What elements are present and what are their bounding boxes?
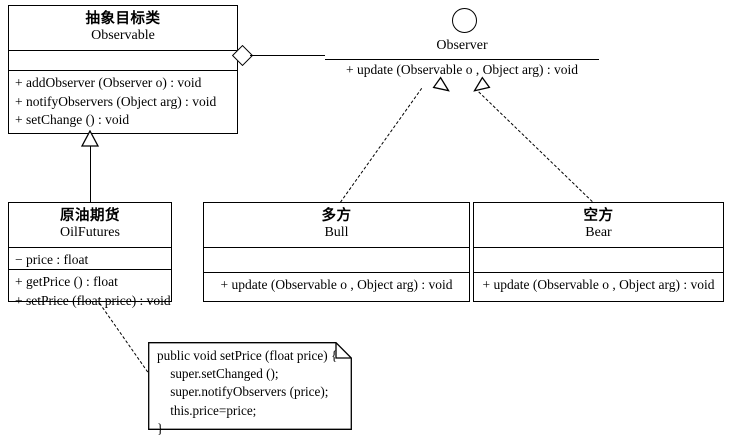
generalization-triangle-icon [81,130,99,147]
class-methods-compartment-bull: + update (Observable o , Object arg) : v… [204,272,469,301]
interface-method-observer-0: + update (Observable o , Object arg) : v… [346,62,578,77]
class-name-cn-observable: 抽象目标类 [85,11,161,27]
class-name-compartment-bear: 空方 Bear [474,203,723,247]
class-name-cn-bear: 空方 [583,208,614,224]
class-methods-compartment-bear: + update (Observable o , Object arg) : v… [474,272,723,301]
class-method-observable-2: + setChange () : void [15,112,130,128]
generalization-connector-line [90,146,91,202]
realization-line-bull [340,88,423,203]
class-method-bear-0: + update (Observable o , Object arg) : v… [482,277,715,292]
class-name-en-bear: Bear [585,224,612,240]
interface-divider [325,59,599,60]
class-attributes-compartment-oilfutures: − price : float [9,247,171,269]
class-method-observable-1: + notifyObservers (Object arg) : void [15,93,217,109]
class-attributes-compartment-bear [474,247,723,272]
note-code-text: public void setPrice (float price) { sup… [157,348,338,436]
realization-arrowhead-bull-icon [428,72,456,100]
class-name-en-oilfutures: OilFutures [60,224,120,240]
class-name-compartment-oilfutures: 原油期货 OilFutures [9,203,171,247]
interface-name-observer: Observer [436,38,488,53]
realization-arrowhead-bear-icon [467,72,495,100]
class-attribute-oilfutures-0: − price : float [15,252,89,267]
interface-circle-icon [452,8,477,33]
aggregation-connector-line [250,55,325,56]
class-name-cn-bull: 多方 [321,208,352,224]
class-attributes-compartment-bull [204,247,469,272]
class-name-en-bull: Bull [324,224,349,240]
class-attributes-compartment-observable [9,50,237,70]
class-method-observable-0: + addObserver (Observer o) : void [15,75,202,91]
class-method-oilfutures-0: + getPrice () : float [15,274,118,289]
class-methods-compartment-observable: + addObserver (Observer o) : void + noti… [9,70,237,133]
note-shape-outline [148,342,352,430]
class-method-bull-0: + update (Observable o , Object arg) : v… [220,277,453,292]
note-box[interactable]: public void setPrice (float price) { sup… [148,342,352,436]
class-box-observable[interactable]: 抽象目标类 Observable + addObserver (Observer… [8,5,238,134]
class-box-bull[interactable]: 多方 Bull + update (Observable o , Object … [203,202,470,302]
class-name-en-observable: Observable [91,27,155,43]
class-name-compartment-observable: 抽象目标类 Observable [9,6,237,50]
class-box-bear[interactable]: 空方 Bear + update (Observable o , Object … [473,202,724,302]
class-name-compartment-bull: 多方 Bull [204,203,469,247]
class-box-oilfutures[interactable]: 原油期货 OilFutures − price : float + getPri… [8,202,172,308]
realization-line-bear [478,91,593,202]
class-method-oilfutures-1: + setPrice (float price) : void [15,292,171,308]
class-methods-compartment-oilfutures: + getPrice () : float + setPrice (float … [9,269,171,313]
note-connector-line [99,303,149,373]
class-name-cn-oilfutures: 原油期货 [60,208,120,224]
